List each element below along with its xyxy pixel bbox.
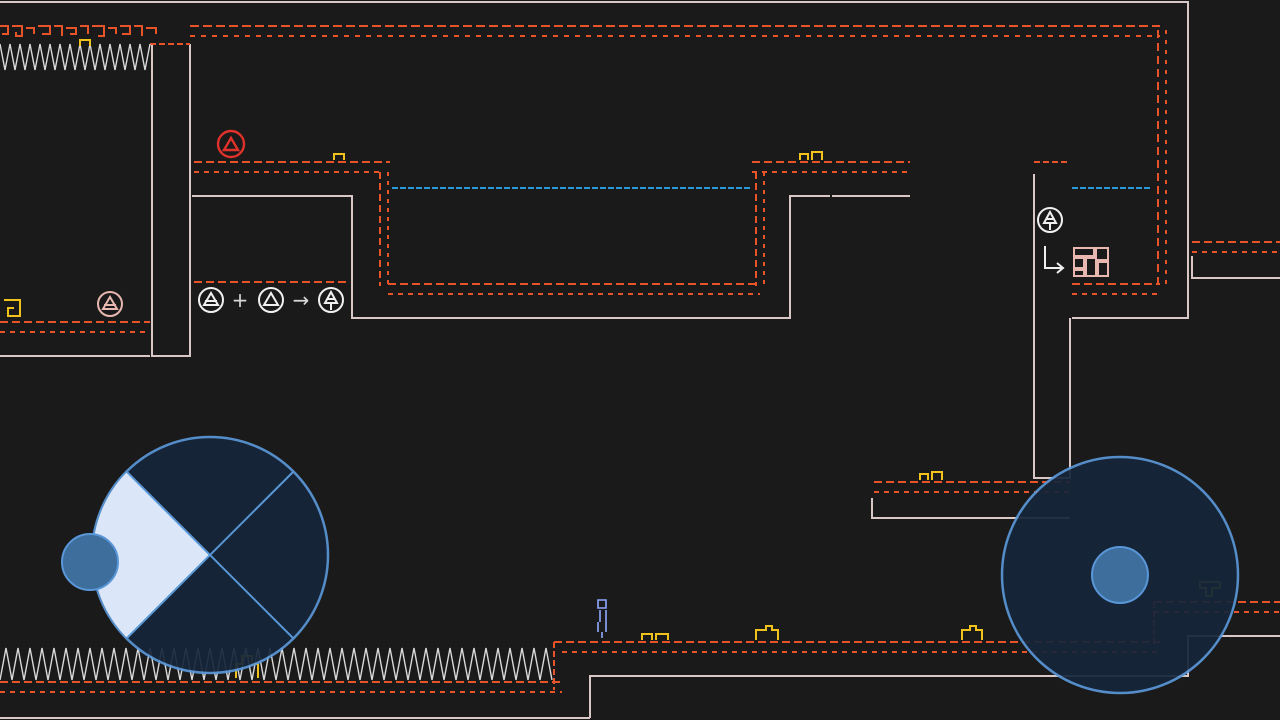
brick-ledges <box>0 25 1280 693</box>
tree-rune-icon <box>1037 207 1063 233</box>
cracked-block <box>1073 247 1109 277</box>
gold-pickup <box>4 299 21 317</box>
player-character <box>597 599 607 638</box>
spike-hazard-bottom <box>0 647 553 681</box>
triangle-rune-icon <box>258 287 284 313</box>
hint-arrow: → <box>293 288 310 312</box>
joystick-knob[interactable] <box>61 533 119 591</box>
action-joystick-knob[interactable] <box>1091 546 1149 604</box>
tree-rune-icon <box>318 287 344 313</box>
spike-hazard-top <box>0 43 151 71</box>
gold-pickup <box>961 625 983 640</box>
gold-pickup <box>799 151 823 160</box>
gold-pickup <box>755 625 779 640</box>
water-rune-icon <box>198 287 224 313</box>
joystick-left-wedge <box>92 472 210 638</box>
gold-pickup <box>919 471 943 480</box>
arrow-hint-icon <box>1044 246 1065 274</box>
directional-joystick[interactable] <box>61 435 330 675</box>
gold-pickup <box>333 153 345 160</box>
gold-pickup <box>79 39 91 46</box>
tutorial-hint: + → <box>198 287 344 313</box>
action-joystick[interactable] <box>1000 455 1240 695</box>
hint-plus: + <box>232 288 249 312</box>
red-triangle-rune-icon <box>216 129 246 159</box>
water-rune-icon <box>97 291 123 317</box>
gold-pickup <box>641 633 669 640</box>
